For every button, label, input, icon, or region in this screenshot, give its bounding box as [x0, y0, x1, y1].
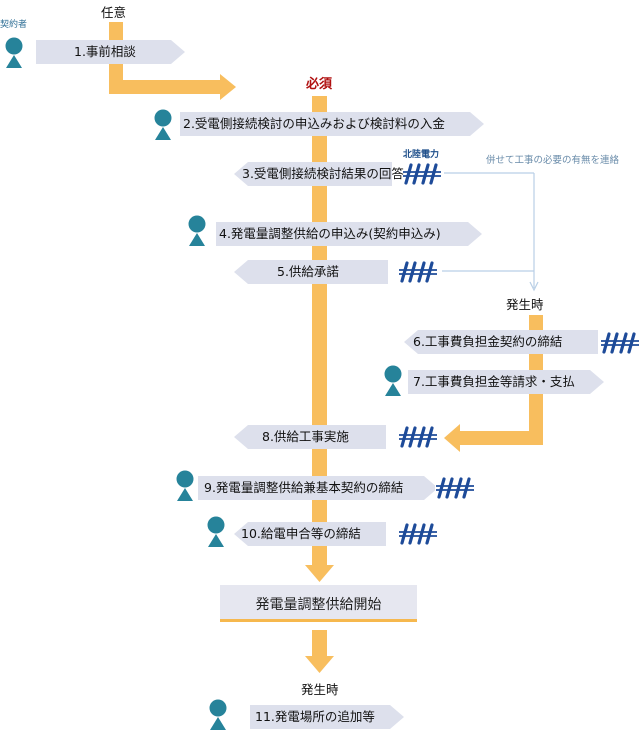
- step-box-8: [234, 425, 386, 449]
- step-label-11: 11.発電場所の追加等: [255, 709, 375, 724]
- side-note: 併せて工事の必要の有無を連絡: [486, 155, 620, 166]
- person-icon: [176, 470, 194, 501]
- flow-main-arrowhead: [305, 565, 334, 582]
- occurs-label-2: 発生時: [301, 682, 339, 697]
- person-icon: [207, 516, 225, 547]
- person-icon: [5, 37, 23, 68]
- step-box-3: [234, 162, 392, 186]
- flow-lines: [109, 22, 543, 673]
- hepco-logo: [598, 331, 640, 355]
- person-icon: [188, 215, 206, 246]
- person-icon: [384, 365, 402, 396]
- step-boxes: [36, 40, 604, 729]
- step-box-10: [234, 522, 386, 546]
- occurs-label-1: 発生時: [506, 297, 544, 312]
- step-label-4: 4.発電量調整供給の申込み(契約申込み): [219, 226, 441, 241]
- step-label-1: 1.事前相談: [74, 44, 136, 59]
- person-icons: [5, 37, 402, 730]
- hepco-logo: [400, 162, 444, 186]
- step-box-11: [250, 705, 404, 729]
- step-label-10: 10.給電申合等の締結: [241, 526, 361, 541]
- step-box-1: [36, 40, 185, 64]
- flow-occurs-horizontal: [458, 431, 543, 445]
- step-label-2: 2.受電側接続検討の申込みおよび検討料の入金: [183, 116, 445, 131]
- step-label-9: 9.発電量調整供給兼基本契約の締結: [204, 480, 404, 495]
- step-label-5: 5.供給承諾: [277, 264, 339, 279]
- step-box-2: [180, 112, 484, 136]
- note-line: [442, 172, 539, 292]
- person-icon: [154, 109, 172, 140]
- flow-main-vertical: [312, 96, 327, 570]
- step-label-7: 7.工事費負担金等請求・支払: [413, 374, 575, 389]
- optional-label: 任意: [101, 5, 127, 20]
- step-label-8: 8.供給工事実施: [262, 429, 349, 444]
- required-label: 必須: [306, 77, 333, 92]
- start-supply-box: 発電量調整供給開始: [220, 585, 417, 622]
- start-supply-label: 発電量調整供給開始: [255, 597, 382, 613]
- hepco-label: 北陸電力: [403, 150, 440, 160]
- step-box-7: [408, 370, 604, 394]
- person-icon: [209, 699, 227, 730]
- step-label-6: 6.工事費負担金契約の締結: [413, 334, 563, 349]
- step-box-6: [404, 330, 598, 354]
- hepco-logo: [396, 522, 440, 546]
- hepco-logo: [433, 476, 477, 500]
- hepco-logo: [396, 260, 440, 284]
- step-label-3: 3.受電側接続検討結果の回答: [242, 166, 404, 181]
- flow-after-start-arrowhead: [305, 656, 334, 673]
- step-box-9: [198, 476, 438, 500]
- flow-after-start-vertical: [312, 630, 327, 658]
- flow-optional-arrowhead: [220, 74, 236, 100]
- contractor-label: 契約者: [0, 20, 28, 30]
- hepco-logo: [396, 425, 440, 449]
- step-box-4: [216, 222, 482, 246]
- step-box-5: [234, 260, 388, 284]
- flow-occurs-arrowhead: [444, 424, 460, 452]
- flow-optional-horizontal: [109, 80, 221, 94]
